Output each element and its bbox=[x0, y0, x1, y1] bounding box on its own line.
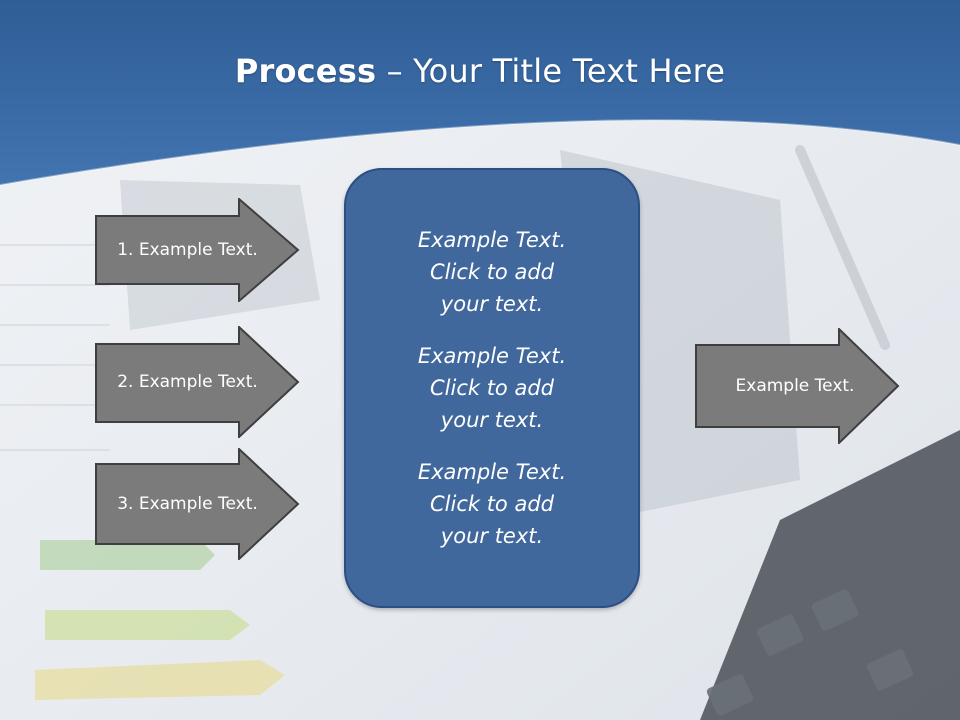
title-rest: – Your Title Text Here bbox=[376, 52, 726, 90]
left-arrow-3[interactable]: 3. Example Text. bbox=[95, 448, 300, 560]
arrow-label: 2. Example Text. bbox=[117, 372, 258, 392]
center-text-panel[interactable]: Example Text. Click to add your text. Ex… bbox=[344, 168, 640, 608]
arrow-shape bbox=[95, 448, 300, 560]
arrow-label: Example Text. bbox=[735, 376, 855, 396]
panel-line: your text. bbox=[440, 408, 544, 432]
panel-line: Click to add bbox=[429, 492, 554, 516]
title-bold: Process bbox=[234, 52, 377, 90]
left-arrow-1[interactable]: 1. Example Text. bbox=[95, 198, 300, 302]
right-arrow[interactable]: Example Text. bbox=[695, 328, 900, 444]
panel-line: Click to add bbox=[429, 260, 554, 284]
panel-line: your text. bbox=[440, 524, 544, 548]
panel-line: Example Text. bbox=[417, 228, 567, 252]
panel-line: Example Text. bbox=[417, 344, 567, 368]
panel-line: your text. bbox=[440, 292, 544, 316]
arrow-shape bbox=[695, 328, 900, 444]
panel-line: Click to add bbox=[429, 376, 554, 400]
arrow-shape bbox=[95, 198, 300, 302]
arrow-shape bbox=[95, 326, 300, 438]
arrow-label: 1. Example Text. bbox=[117, 240, 258, 260]
panel-line: Example Text. bbox=[417, 460, 567, 484]
slide-title: Process – Your Title Text Here bbox=[0, 52, 960, 90]
panel-text-block-3: Example Text. Click to add your text. bbox=[372, 456, 612, 552]
arrow-label: 3. Example Text. bbox=[117, 494, 258, 514]
left-arrow-2[interactable]: 2. Example Text. bbox=[95, 326, 300, 438]
panel-text-block-2: Example Text. Click to add your text. bbox=[372, 340, 612, 436]
panel-text-block-1: Example Text. Click to add your text. bbox=[372, 224, 612, 320]
